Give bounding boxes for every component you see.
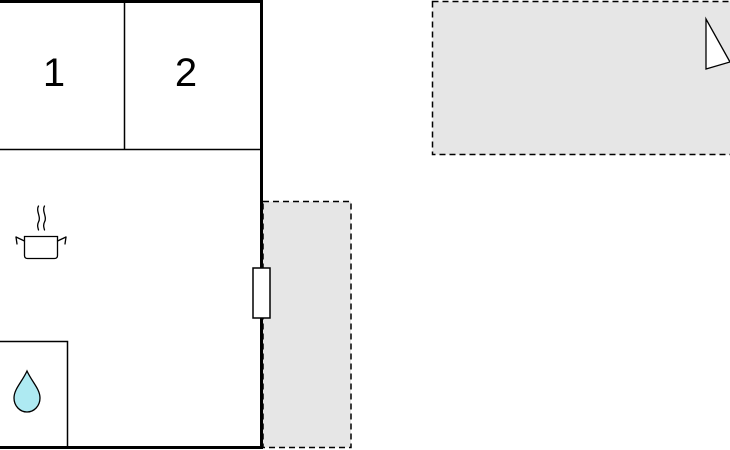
water-drop-icon	[13, 369, 41, 413]
room-1-label: 1	[43, 51, 65, 95]
cooking-pot-icon	[15, 205, 67, 260]
room-2-label: 2	[175, 51, 197, 95]
terrace-area-side	[262, 200, 352, 449]
north-arrow-icon	[705, 16, 730, 70]
outer-wall	[0, 0, 263, 449]
wall-bathroom	[0, 340, 69, 446]
door	[252, 267, 271, 319]
terrace-area-top-right	[431, 0, 730, 156]
